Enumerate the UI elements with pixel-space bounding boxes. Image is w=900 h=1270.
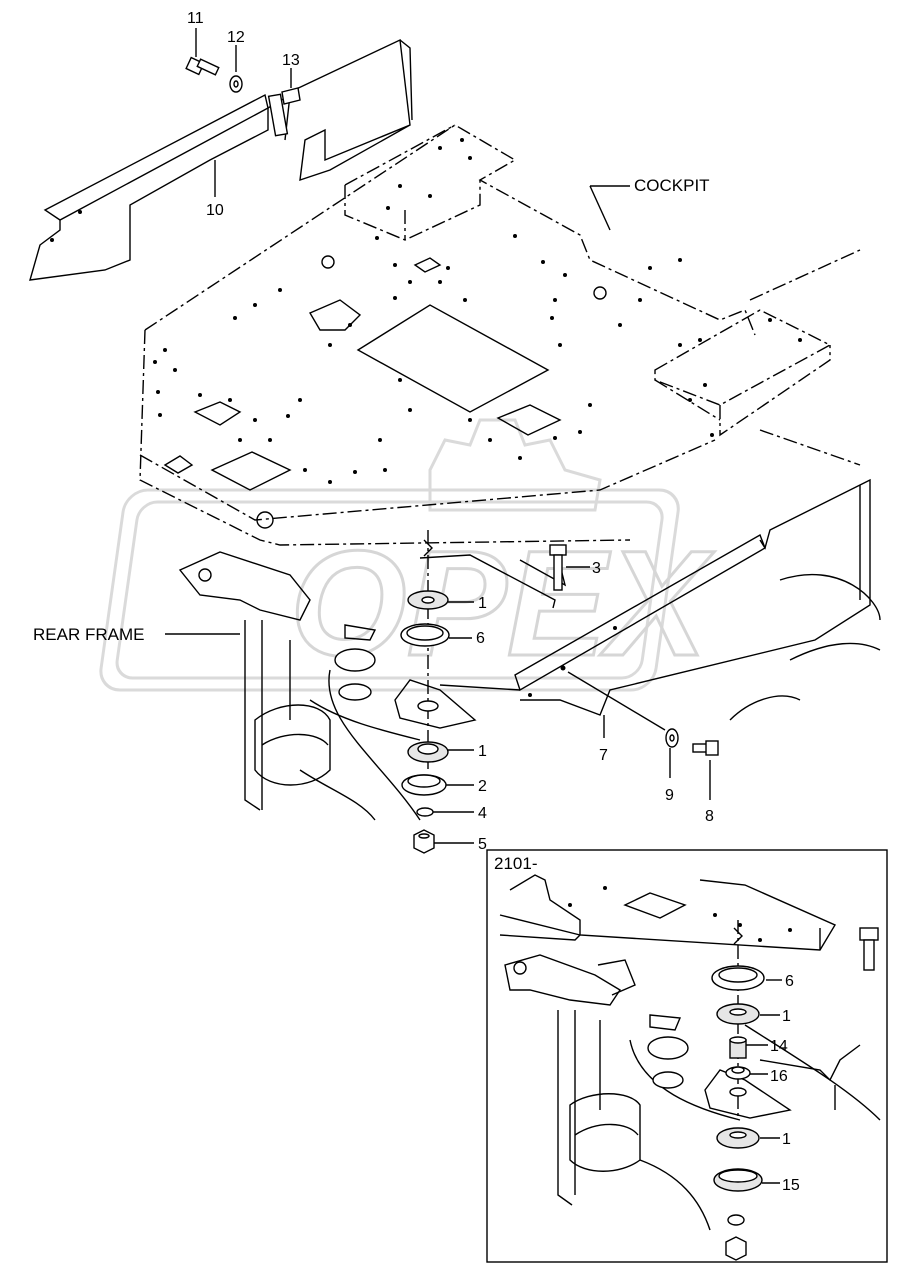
bolt-11 [185, 56, 220, 76]
part-number-13: 13 [282, 52, 300, 69]
clip-13 [281, 87, 301, 105]
part-number-1-upper: 1 [478, 595, 487, 612]
side-panel-7 [439, 478, 881, 721]
part-number-7: 7 [599, 747, 608, 764]
rear-frame [178, 551, 477, 821]
inset-serial-label: 2101- [494, 854, 537, 873]
inset-detail-2101: 2101- [486, 849, 888, 1263]
watermark-logo: OPEX [99, 418, 716, 692]
cockpit-floor [139, 124, 861, 546]
inset-part-number-16: 16 [770, 1068, 788, 1085]
part-number-5: 5 [478, 836, 487, 853]
part-number-3: 3 [592, 560, 601, 577]
leader-lines [165, 28, 711, 844]
part-number-4: 4 [478, 805, 487, 822]
label-rear-frame: REAR FRAME [33, 625, 144, 644]
side-cover-panel [29, 38, 413, 281]
inset-part-number-14: 14 [770, 1038, 788, 1055]
part-number-10: 10 [206, 202, 224, 219]
mount-stack-main [400, 530, 567, 854]
inset-part-number-6: 6 [785, 973, 794, 990]
part-number-2: 2 [478, 778, 487, 795]
inset-part-number-1-lower: 1 [782, 1131, 791, 1148]
floor-holes [153, 138, 802, 484]
inset-part-number-15: 15 [782, 1177, 800, 1194]
part-number-1-lower: 1 [478, 743, 487, 760]
label-cockpit: COCKPIT [634, 176, 710, 195]
bolt-8 [692, 740, 719, 756]
part-number-12: 12 [227, 29, 245, 46]
part-number-6: 6 [476, 630, 485, 647]
inset-part-number-1-upper: 1 [782, 1008, 791, 1025]
part-number-8: 8 [705, 808, 714, 825]
part-number-11: 11 [187, 10, 204, 27]
part-number-9: 9 [665, 787, 674, 804]
